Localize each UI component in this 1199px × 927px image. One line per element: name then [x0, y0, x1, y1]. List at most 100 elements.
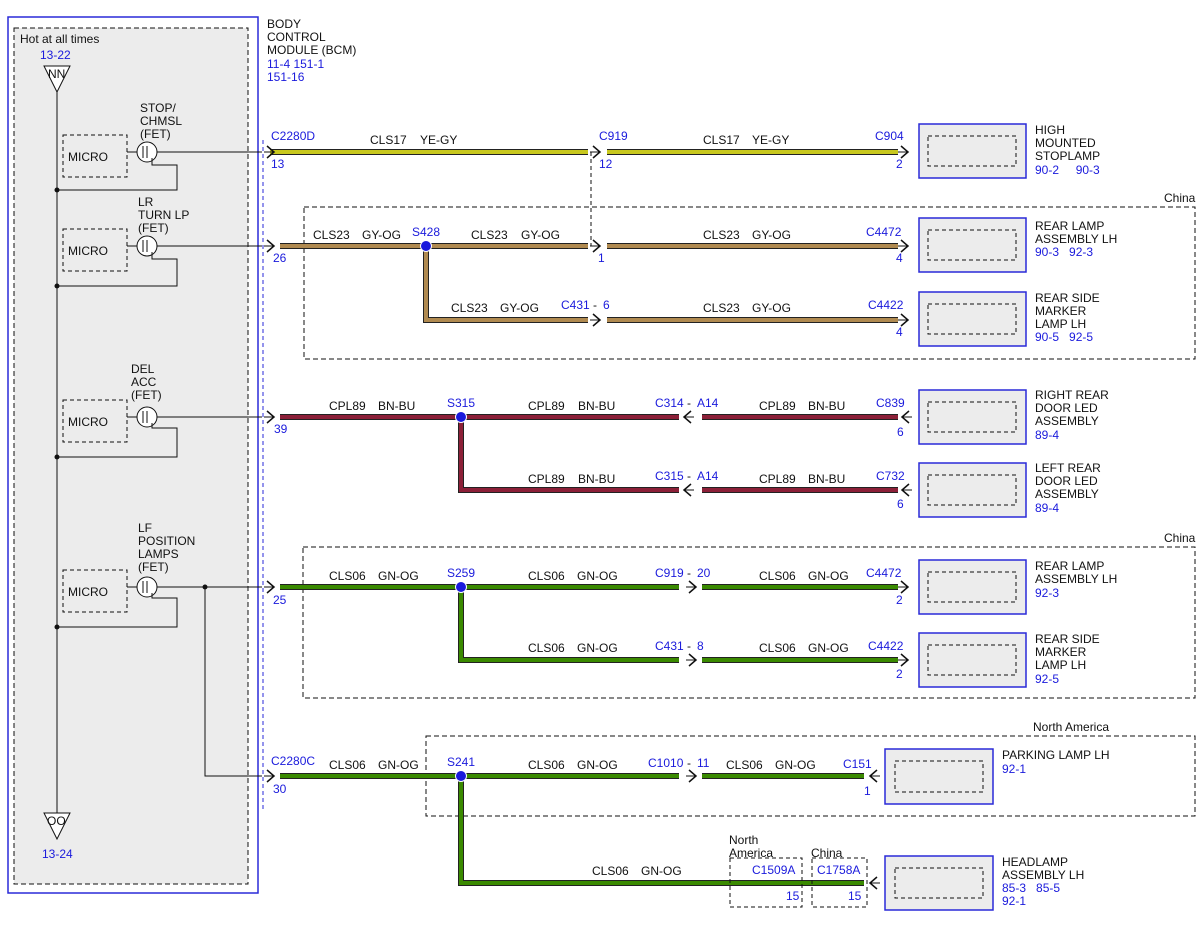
component-box-left-rear-door-led-assembly[interactable]	[918, 462, 1027, 518]
component-refs[interactable]: 92-1	[1002, 762, 1026, 776]
bottom-symbol: OO	[47, 814, 66, 828]
splice-label-s259[interactable]: S259	[447, 566, 475, 580]
circuit-number: CLS06	[759, 569, 796, 583]
connector-name-c839[interactable]: C839	[876, 396, 905, 410]
connector-name-c151[interactable]: C151	[843, 757, 872, 771]
driver-label-line: DEL	[131, 362, 155, 376]
micro-label: MICRO	[68, 585, 108, 599]
component-box-right-rear-door-led-assembly[interactable]	[918, 389, 1027, 445]
splice-dot-s428[interactable]	[420, 240, 432, 252]
component-box-rear-lamp-assembly-lh[interactable]	[918, 217, 1027, 273]
component-refs[interactable]: 90-5 92-5	[1035, 330, 1093, 344]
component-box-parking-lamp-lh[interactable]	[884, 748, 994, 805]
connector-name-c431[interactable]: C431	[655, 639, 684, 653]
connector-name-c4422[interactable]: C4422	[868, 639, 904, 653]
connector-name-c431[interactable]: C431	[561, 298, 590, 312]
driver-del-acc: DEL ACC (FET) MICRO	[54, 362, 262, 460]
component-refs[interactable]: 92-1	[1002, 894, 1026, 908]
connector-pin: 6	[897, 425, 904, 439]
connector-name-c919[interactable]: C919	[655, 566, 684, 580]
connector-name-c1010[interactable]: C1010	[648, 756, 684, 770]
circuit-color: YE-GY	[420, 133, 457, 147]
connector-name-c2280c[interactable]: C2280C	[271, 754, 315, 768]
circuit-number: CPL89	[528, 399, 565, 413]
bottom-page-ref[interactable]: 13-24	[42, 847, 73, 861]
circuit-number: CLS23	[703, 301, 740, 315]
connector-pin: 39	[274, 422, 288, 436]
wire[interactable]	[459, 587, 679, 662]
inline-region-label: North	[729, 833, 758, 847]
bcm-name-line-1: BODY	[267, 17, 301, 31]
bcm-name-line-3: MODULE (BCM)	[267, 43, 356, 57]
driver-lf-position-lamps: LF POSITION LAMPS (FET) MICRO	[54, 521, 262, 777]
splice-dot-s241[interactable]	[455, 770, 467, 782]
connector-name-c4422[interactable]: C4422	[868, 298, 904, 312]
connector-name-c732[interactable]: C732	[876, 469, 905, 483]
component-box-rear-side-marker-lamp-lh[interactable]	[918, 291, 1027, 347]
connector-name-c314[interactable]: C314	[655, 396, 684, 410]
splice-label-s428[interactable]: S428	[412, 225, 440, 239]
wire-outline	[458, 417, 679, 493]
region-china-2-label: China	[1164, 531, 1196, 545]
connector-name-c904[interactable]: C904	[875, 129, 904, 143]
connector-labels: C2280D 13 C919 12 C904 2 26 1 C4472 4 C4…	[271, 129, 905, 908]
circuit-number: CLS06	[759, 641, 796, 655]
driver-label-line: (FET)	[138, 560, 169, 574]
connector-name-c315[interactable]: C315	[655, 469, 684, 483]
component-refs[interactable]: 92-3	[1035, 586, 1059, 600]
splice-dot-s315[interactable]	[455, 411, 467, 423]
component-label: MARKER	[1035, 304, 1087, 318]
connector-name-c1509a[interactable]: C1509A	[752, 863, 795, 877]
connector-name-c4472[interactable]: C4472	[866, 566, 902, 580]
micro-label: MICRO	[68, 244, 108, 258]
splices: S428 S315 S259 S241	[412, 225, 475, 782]
wire-outline	[458, 587, 679, 663]
circuit-color: BN-BU	[578, 399, 615, 413]
component-box-rear-lamp-assembly-lh[interactable]	[918, 559, 1027, 615]
connector-pin: 1	[864, 784, 871, 798]
splice-label-s315[interactable]: S315	[447, 396, 475, 410]
pin-separator: -	[687, 756, 691, 770]
component-refs[interactable]: 89-4	[1035, 428, 1059, 442]
circuit-color: GN-OG	[577, 569, 618, 583]
top-symbol: NN	[48, 67, 65, 81]
component-box-headlamp-assembly-lh[interactable]	[884, 855, 994, 911]
top-page-ref[interactable]: 13-22	[40, 48, 71, 62]
connector-pin: 1	[598, 251, 605, 265]
connector-pin: 12	[599, 157, 613, 171]
component-box-high-mounted-stoplamp[interactable]	[918, 123, 1027, 179]
pin-separator: -	[593, 298, 597, 312]
component-label: REAR LAMP	[1035, 559, 1104, 573]
component-box-rear-side-marker-lamp-lh[interactable]	[918, 632, 1027, 688]
connector-pin: 4	[896, 251, 903, 265]
circuit-number: CLS23	[451, 301, 488, 315]
ground-triangle-bottom-icon	[43, 812, 71, 841]
circuit-color: GY-OG	[500, 301, 539, 315]
circuit-color: GN-OG	[378, 569, 419, 583]
wire[interactable]	[424, 246, 588, 322]
component-label: DOOR LED	[1035, 401, 1098, 415]
connector-name-c1758a[interactable]: C1758A	[817, 863, 860, 877]
component-refs[interactable]: 90-2 90-3	[1035, 163, 1100, 177]
bcm-ref-2[interactable]: 151-16	[267, 70, 305, 84]
connector-name-c4472[interactable]: C4472	[866, 225, 902, 239]
bcm-ref-1[interactable]: 11-4 151-1	[267, 57, 324, 71]
pin-separator: -	[687, 566, 691, 580]
wire[interactable]	[459, 417, 679, 492]
circuit-number: YE-GY	[752, 133, 789, 147]
connector-pin: 11	[697, 756, 710, 770]
component-refs[interactable]: 90-3 92-3	[1035, 245, 1093, 259]
connector-name-c919[interactable]: C919	[599, 129, 628, 143]
circuit-number: CLS06	[592, 864, 629, 878]
component-refs[interactable]: 85-3 85-5	[1002, 881, 1060, 895]
circuit-color: GN-OG	[808, 569, 849, 583]
component-refs[interactable]: 89-4	[1035, 501, 1059, 515]
region-china-2	[302, 546, 1196, 699]
component-refs[interactable]: 92-5	[1035, 672, 1059, 686]
connector-name-c2280d[interactable]: C2280D	[271, 129, 315, 143]
splice-dot-s259[interactable]	[455, 581, 467, 593]
connector-pin: 15	[786, 889, 800, 903]
connector-pin: 20	[697, 566, 711, 580]
splice-label-s241[interactable]: S241	[447, 755, 475, 769]
